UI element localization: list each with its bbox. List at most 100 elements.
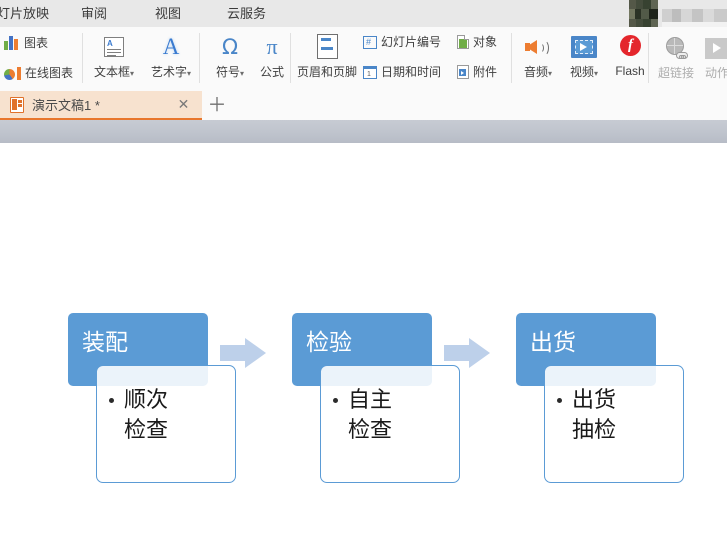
attachment-label: 附件 bbox=[473, 65, 498, 79]
menu-item-review[interactable]: 审阅 bbox=[81, 6, 108, 21]
detail-box[interactable]: 自主 检查 bbox=[320, 365, 460, 483]
date-time-button[interactable]: 1 日期和时间 bbox=[363, 65, 441, 79]
textbox-icon-wrap: A bbox=[88, 31, 140, 63]
formula-label: 公式 bbox=[259, 65, 284, 79]
header-footer-icon-wrap bbox=[296, 29, 358, 63]
document-tab[interactable]: 演示文稿1 * ✕ bbox=[0, 91, 202, 120]
action-button: 动作 bbox=[697, 32, 727, 82]
ribbon-separator-3 bbox=[290, 33, 291, 83]
bullet-item: 出货 抽检 bbox=[557, 386, 677, 446]
flash-glyph: f bbox=[628, 37, 633, 53]
menu-item-cloud-service[interactable]: 云服务 bbox=[227, 6, 267, 21]
audio-label-text: 音频 bbox=[523, 65, 548, 79]
attachment-button[interactable]: 附件 bbox=[457, 65, 497, 79]
chart-label: 图表 bbox=[24, 35, 49, 50]
bullet-text: 自主 检查 bbox=[348, 388, 393, 443]
speaker-icon bbox=[525, 36, 551, 58]
online-chart-icon bbox=[4, 65, 21, 80]
document-tab-bar: 演示文稿1 * ✕ ＋ bbox=[0, 91, 727, 120]
chevron-down-icon[interactable]: ▾ bbox=[548, 69, 553, 78]
date-time-label: 日期和时间 bbox=[381, 65, 442, 79]
attachment-icon bbox=[457, 65, 469, 79]
play-action-icon bbox=[705, 37, 727, 59]
slide-number-icon: # bbox=[363, 35, 377, 49]
wordart-label: 艺术字▾ bbox=[151, 65, 191, 79]
new-tab-button[interactable]: ＋ bbox=[207, 95, 227, 116]
chevron-down-icon[interactable]: ▾ bbox=[130, 69, 135, 78]
chevron-down-icon[interactable]: ▾ bbox=[594, 69, 599, 78]
flow-arrow-icon[interactable] bbox=[444, 338, 490, 368]
account-name-redacted bbox=[662, 9, 727, 22]
document-tab-title: 演示文稿1 * bbox=[32, 98, 100, 113]
presentation-file-icon bbox=[10, 96, 24, 113]
bullet-dot-icon bbox=[557, 398, 562, 403]
online-chart-button[interactable]: 在线图表 bbox=[4, 65, 73, 80]
chart-icon bbox=[4, 35, 20, 50]
chevron-down-icon[interactable]: ▾ bbox=[240, 69, 245, 78]
wordart-button[interactable]: A 艺术字▾ bbox=[145, 31, 197, 81]
menu-bar: 灯片放映 审阅 视图 云服务 bbox=[0, 0, 727, 30]
video-button[interactable]: 视频▾ bbox=[558, 31, 610, 81]
bullet-text: 顺次 检查 bbox=[124, 388, 169, 443]
close-icon[interactable]: ✕ bbox=[177, 96, 190, 112]
bullet-item: 自主 检查 bbox=[333, 386, 453, 446]
audio-button[interactable]: 音频▾ bbox=[512, 31, 564, 81]
detail-box[interactable]: 顺次 检查 bbox=[96, 365, 236, 483]
symbol-button[interactable]: Ω 符号▾ bbox=[204, 31, 256, 81]
slide-canvas[interactable]: 装配 顺次 检查 检验 自主 检查 bbox=[0, 143, 727, 550]
formula-button[interactable]: π 公式 bbox=[246, 31, 298, 81]
textbox-button[interactable]: A 文本框▾ bbox=[88, 31, 140, 81]
avatar bbox=[629, 0, 658, 28]
object-icon bbox=[457, 35, 469, 49]
wordart-label-text: 艺术字 bbox=[150, 65, 187, 79]
video-icon-wrap bbox=[558, 31, 610, 63]
online-chart-label: 在线图表 bbox=[25, 65, 74, 80]
symbol-label-text: 符号 bbox=[215, 65, 240, 79]
header-label: 检验 bbox=[306, 330, 352, 356]
hyperlink-label: 超链接 bbox=[657, 66, 694, 80]
action-label: 动作 bbox=[704, 66, 727, 80]
account-area-redacted[interactable] bbox=[620, 0, 727, 30]
chart-button[interactable]: 图表 bbox=[4, 35, 48, 50]
header-label: 装配 bbox=[82, 330, 128, 356]
flow-arrow-icon[interactable] bbox=[220, 338, 266, 368]
header-footer-label: 页眉和页脚 bbox=[296, 65, 357, 79]
toolbar-gray-strip bbox=[0, 120, 727, 143]
hyperlink-button: 超链接 bbox=[650, 32, 702, 82]
bullet-item: 顺次 检查 bbox=[109, 386, 229, 446]
chevron-down-icon[interactable]: ▾ bbox=[187, 69, 192, 78]
page-icon bbox=[316, 33, 338, 59]
bullet-text: 出货 抽检 bbox=[572, 388, 617, 443]
header-label: 出货 bbox=[530, 330, 576, 356]
menu-item-view[interactable]: 视图 bbox=[155, 6, 182, 21]
menu-item-slideshow[interactable]: 灯片放映 bbox=[0, 6, 50, 21]
calendar-icon: 1 bbox=[363, 65, 377, 79]
textbox-label: 文本框▾ bbox=[94, 65, 134, 79]
omega-symbol-icon: Ω bbox=[221, 35, 239, 59]
account-subtext-redacted bbox=[662, 22, 727, 28]
action-icon-wrap bbox=[697, 32, 727, 64]
symbol-label: 符号▾ bbox=[216, 65, 244, 79]
flash-icon-wrap: f bbox=[604, 30, 656, 62]
textbox-label-text: 文本框 bbox=[93, 65, 130, 79]
hyperlink-icon-wrap bbox=[650, 32, 702, 64]
flash-button[interactable]: f Flash bbox=[604, 30, 656, 80]
ribbon-separator-1 bbox=[82, 33, 83, 83]
symbol-icon-wrap: Ω bbox=[204, 31, 256, 63]
slide-number-label: 幻灯片编号 bbox=[381, 35, 442, 49]
slide-number-button[interactable]: # 幻灯片编号 bbox=[363, 35, 441, 49]
film-icon bbox=[571, 36, 597, 58]
wordart-icon: A bbox=[162, 34, 180, 59]
bullet-dot-icon bbox=[109, 398, 114, 403]
formula-icon-wrap: π bbox=[246, 31, 298, 63]
object-button[interactable]: 对象 bbox=[457, 35, 497, 49]
object-label: 对象 bbox=[473, 35, 498, 49]
globe-link-icon bbox=[663, 37, 689, 59]
header-footer-button[interactable]: 页眉和页脚 bbox=[296, 29, 358, 81]
detail-box[interactable]: 出货 抽检 bbox=[544, 365, 684, 483]
textbox-icon: A bbox=[104, 37, 124, 57]
menu-bar-items: 灯片放映 审阅 视图 云服务 bbox=[0, 0, 727, 27]
audio-icon-wrap bbox=[512, 31, 564, 63]
wordart-icon-wrap: A bbox=[145, 31, 197, 63]
